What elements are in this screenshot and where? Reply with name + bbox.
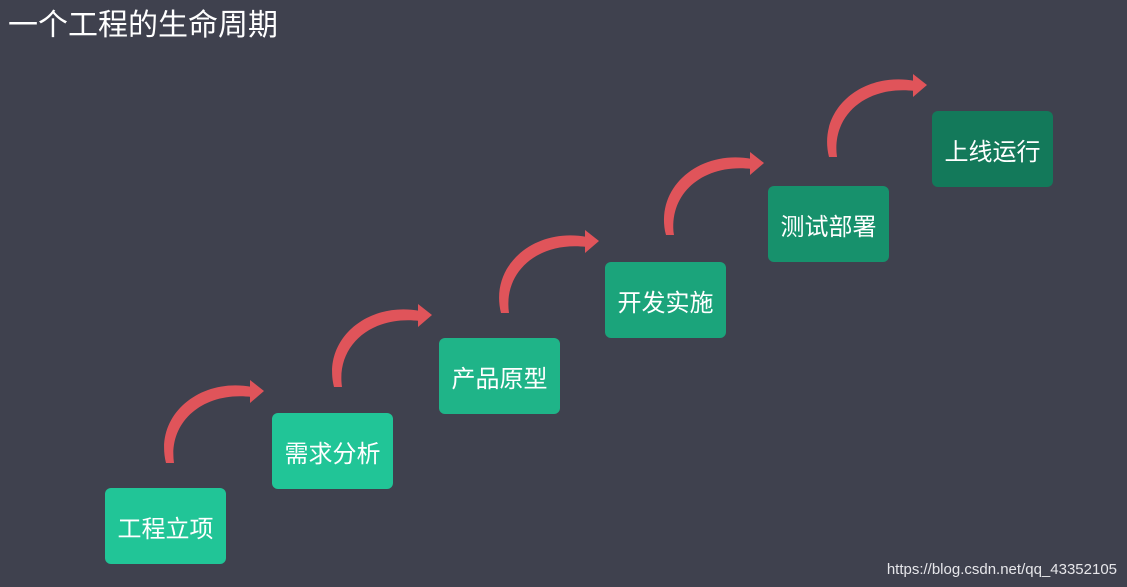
page-title: 一个工程的生命周期 bbox=[8, 8, 278, 43]
curved-arrow-body bbox=[332, 309, 420, 387]
step-development: 开发实施 bbox=[605, 262, 726, 338]
watermark: https://blog.csdn.net/qq_43352105 bbox=[886, 561, 1117, 578]
curved-arrow-body bbox=[499, 235, 587, 313]
step-requirements-analysis: 需求分析 bbox=[272, 413, 393, 489]
arrow-head bbox=[913, 74, 927, 97]
step-label: 工程立项 bbox=[117, 514, 214, 543]
step-product-prototype: 产品原型 bbox=[439, 338, 560, 414]
step-label: 需求分析 bbox=[284, 439, 381, 468]
step-label: 产品原型 bbox=[451, 364, 548, 393]
arrow-head bbox=[250, 380, 264, 403]
arrow-head bbox=[585, 230, 599, 253]
step-label: 开发实施 bbox=[617, 288, 714, 317]
curved-arrow-body bbox=[664, 157, 752, 235]
step-project-initiation: 工程立项 bbox=[105, 488, 226, 564]
step-label: 上线运行 bbox=[944, 137, 1041, 166]
arrow-head bbox=[418, 304, 432, 327]
curved-arrow-body bbox=[164, 385, 252, 463]
arrow-head bbox=[750, 152, 764, 175]
step-go-live: 上线运行 bbox=[932, 111, 1053, 187]
curved-arrow-body bbox=[827, 79, 915, 157]
step-label: 测试部署 bbox=[780, 212, 877, 241]
step-testing-deployment: 测试部署 bbox=[768, 186, 889, 262]
